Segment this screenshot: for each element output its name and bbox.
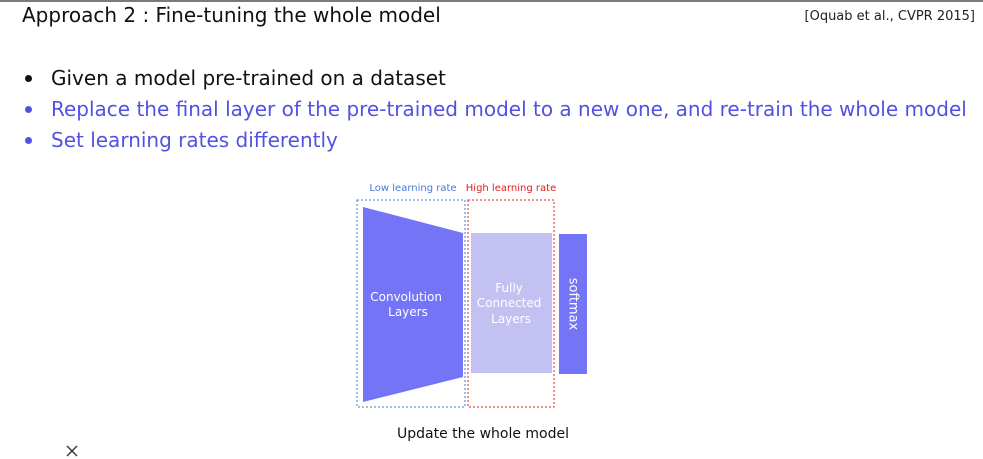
bullet-item: Given a model pre-trained on a dataset (22, 63, 967, 94)
convolution-label-line: Layers (388, 305, 428, 319)
bullet-item: Replace the final layer of the pre-train… (22, 94, 967, 125)
diagram-caption: Update the whole model (396, 426, 569, 442)
convolution-layers-label: Convolution Layers (370, 290, 446, 319)
low-learning-rate-label: Low learning rate (369, 183, 456, 194)
softmax-label: softmax (566, 278, 581, 331)
bullet-item: Set learning rates differently (22, 125, 967, 156)
softmax-shape (559, 234, 587, 374)
convolution-label-line: Convolution (370, 290, 442, 304)
fully-connected-label-line: Layers (491, 312, 531, 326)
close-icon[interactable] (64, 443, 80, 459)
slide-title: Approach 2 : Fine-tuning the whole model (22, 3, 441, 27)
bullet-list: Given a model pre-trained on a dataset R… (22, 63, 967, 156)
header-rule (0, 0, 983, 2)
convolution-layers-shape (363, 207, 463, 402)
fully-connected-label-line: Connected (477, 296, 542, 310)
citation: [Oquab et al., CVPR 2015] (804, 9, 975, 24)
high-learning-rate-label: High learning rate (466, 183, 556, 194)
fully-connected-layers-shape (471, 233, 552, 373)
fully-connected-layers-label: Fully Connected Layers (477, 281, 545, 326)
fully-connected-label-line: Fully (495, 281, 523, 295)
high-learning-rate-box (467, 199, 555, 408)
low-learning-rate-box (356, 199, 466, 408)
